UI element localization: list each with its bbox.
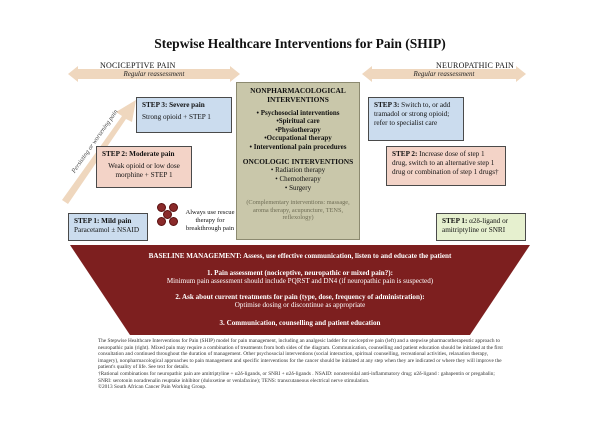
caption-footnote: †Rational combinations for neuropathic p… bbox=[98, 370, 495, 384]
caption: The Stepwise Healthcare Interventions fo… bbox=[98, 338, 508, 391]
nonpharm-heading: NONPHARMACOLOGICAL INTERVENTIONS bbox=[250, 86, 346, 104]
nonpharm-item: • Interventional pain procedures bbox=[249, 142, 347, 151]
baseline-item1-body: Minimum pain assessment should include P… bbox=[166, 277, 434, 286]
neuropathic-step1-box: STEP 1: α2δ-ligand or amitriptyline or S… bbox=[436, 213, 526, 241]
neuropathic-heading: NEUROPATHIC PAIN bbox=[436, 61, 514, 70]
baseline-item2-body: Optimise dosing or discontinue as approp… bbox=[234, 301, 366, 310]
baseline-item2-title: 2. Ask about current treatments for pain… bbox=[175, 292, 425, 301]
complementary-note: (Complementary interventions: massage, a… bbox=[246, 199, 350, 222]
onco-item: • Radiation therapy bbox=[270, 166, 326, 175]
neuropathic-step1-title: STEP 1: bbox=[442, 217, 468, 225]
neuropathic-step3-title: STEP 3: bbox=[374, 101, 400, 109]
nociceptive-step1-box: STEP 1: Mild pain Paracetamol ± NSAID bbox=[68, 213, 148, 241]
right-reassessment-arrow bbox=[362, 66, 526, 82]
onco-heading: ONCOLOGIC INTERVENTIONS bbox=[242, 156, 354, 166]
rescue-therapy-note: Always use rescue therapy for breakthrou… bbox=[185, 209, 235, 232]
baseline-panel bbox=[70, 245, 530, 335]
nociceptive-step2-title: STEP 2: Moderate pain bbox=[102, 150, 175, 158]
baseline-item3-title: 3. Communication, counselling and patien… bbox=[219, 318, 381, 327]
left-reassessment-arrow bbox=[68, 66, 240, 82]
nociceptive-heading: NOCICEPTIVE PAIN bbox=[100, 61, 176, 70]
nonpharm-item: • Psychosocial interventions bbox=[256, 108, 340, 117]
nonpharm-item: •Physiotherapy bbox=[275, 125, 321, 134]
nociceptive-step1-body: Paracetamol ± NSAID bbox=[74, 226, 140, 234]
neuropathic-step2-box: STEP 2: Increase dose of step 1 drug, sw… bbox=[386, 146, 506, 186]
copyright: ©2013 South African Cancer Pain Working … bbox=[98, 384, 207, 391]
neuropathic-step3-body: Switch to, or add tramadol or strong opi… bbox=[374, 101, 451, 127]
nonpharm-item: •Occupational therapy bbox=[264, 134, 332, 143]
baseline-item1-title: 1. Pain assessment (nociceptive, neuropa… bbox=[207, 268, 393, 277]
baseline-heading: BASELINE MANAGEMENT: Assess, use effecti… bbox=[148, 252, 452, 260]
caption-paragraph: The Stepwise Healthcare Interventions fo… bbox=[98, 338, 503, 371]
onco-item: • Chemotherapy bbox=[275, 174, 321, 183]
onco-item: • Surgery bbox=[284, 183, 312, 192]
neuropathic-step1-body: α2δ-ligand or amitriptyline or SNRI bbox=[442, 217, 509, 234]
neuropathic-step3-box: STEP 3: Switch to, or add tramadol or st… bbox=[368, 97, 464, 141]
right-reassessment-label: Regular reassessment bbox=[413, 70, 475, 78]
nociceptive-step2-body: Weak opioid or low dose morphine + STEP … bbox=[108, 162, 180, 179]
nociceptive-step2-box: STEP 2: Moderate pain Weak opioid or low… bbox=[96, 146, 192, 188]
nociceptive-step3-body: Strong opioid + STEP 1 bbox=[142, 113, 211, 121]
nonpharm-item: •Spiritual care bbox=[276, 117, 320, 126]
neuropathic-step2-title: STEP 2: bbox=[392, 150, 418, 158]
pills-icon bbox=[155, 201, 181, 227]
nociceptive-step3-box: STEP 3: Severe pain Strong opioid + STEP… bbox=[136, 97, 232, 133]
nociceptive-step1-title: STEP 1: Mild pain bbox=[74, 217, 132, 225]
left-reassessment-label: Regular reassessment bbox=[123, 70, 185, 78]
interventions-box: NONPHARMACOLOGICAL INTERVENTIONS • Psych… bbox=[236, 82, 360, 240]
baseline-content: BASELINE MANAGEMENT: Assess, use effecti… bbox=[70, 247, 530, 335]
neuropathic-step2-body: Increase dose of step 1 drug, switch to … bbox=[392, 150, 499, 176]
nociceptive-step3-title: STEP 3: Severe pain bbox=[142, 101, 205, 109]
page-title: Stepwise Healthcare Interventions for Pa… bbox=[154, 36, 446, 51]
